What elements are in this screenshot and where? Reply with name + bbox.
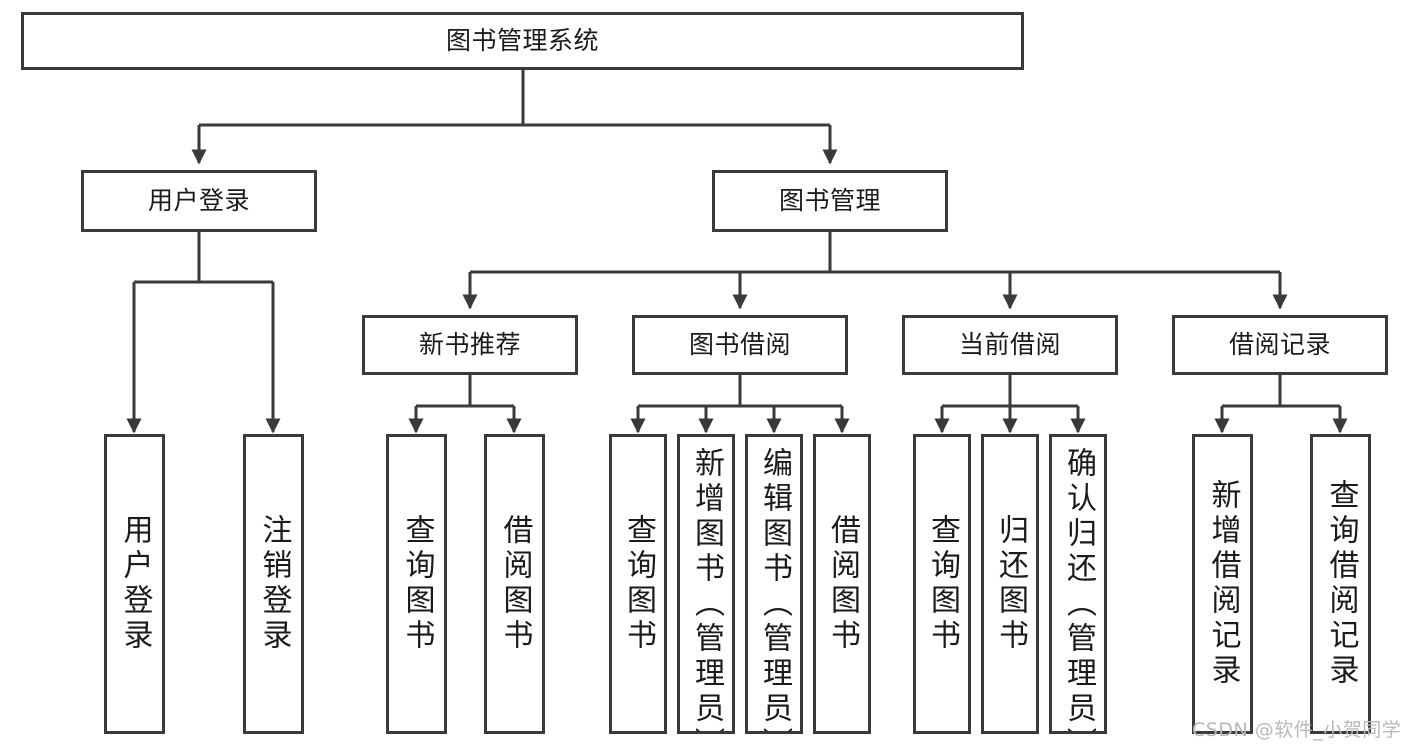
leaf-edit-book-admin[interactable]: 编辑图书（管理员） [745,434,803,734]
leaf-confirm-return-admin[interactable]: 确认归还（管理员） [1049,434,1107,734]
leaf-borrow-book-borrow[interactable]: 借阅图书 [813,434,871,734]
node-label: 新书推荐 [418,330,521,359]
node-label: 当前借阅 [958,330,1061,359]
node-label: 图书管理 [778,186,881,215]
leaf-add-book-admin[interactable]: 新增图书（管理员） [677,434,735,734]
node-label: 注销登录 [256,514,292,654]
node-label: 查询图书 [925,514,960,654]
node-label: 查询图书 [399,514,435,654]
node-label: 用户登录 [117,514,153,654]
node-label: 图书借阅 [688,330,791,359]
leaf-borrow-book-recommend[interactable]: 借阅图书 [484,434,545,734]
leaf-add-borrow-record[interactable]: 新增借阅记录 [1192,434,1253,734]
node-label: 借阅图书 [497,514,533,654]
node-label: 新增借阅记录 [1205,479,1241,689]
node-label: 用户登录 [147,186,250,215]
leaf-query-borrow-record[interactable]: 查询借阅记录 [1310,434,1371,734]
node-book-management[interactable]: 图书管理 [712,170,948,232]
node-label: 查询借阅记录 [1323,479,1359,689]
node-current-borrow[interactable]: 当前借阅 [902,315,1118,375]
leaf-logout[interactable]: 注销登录 [243,434,304,734]
node-label: 新增图书（管理员） [689,447,724,734]
watermark-text: CSDN @软件_小贺同学 [1192,719,1402,741]
node-user-login[interactable]: 用户登录 [81,170,317,232]
leaf-return-book[interactable]: 归还图书 [981,434,1039,734]
node-book-borrow[interactable]: 图书借阅 [632,315,848,375]
leaf-query-book-current[interactable]: 查询图书 [913,434,971,734]
leaf-query-book-recommend[interactable]: 查询图书 [386,434,447,734]
node-label: 归还图书 [993,514,1028,654]
leaf-query-book-borrow[interactable]: 查询图书 [609,434,667,734]
node-label: 查询图书 [621,514,656,654]
leaf-user-login[interactable]: 用户登录 [104,434,165,734]
node-label: 确认归还（管理员） [1061,447,1096,734]
node-new-book-recommend[interactable]: 新书推荐 [362,315,578,375]
node-borrow-record[interactable]: 借阅记录 [1172,315,1388,375]
node-label: 编辑图书（管理员） [757,447,792,734]
node-root-book-management-system[interactable]: 图书管理系统 [21,12,1024,70]
node-label: 图书管理系统 [445,26,599,55]
node-label: 借阅图书 [825,514,860,654]
node-label: 借阅记录 [1228,330,1331,359]
